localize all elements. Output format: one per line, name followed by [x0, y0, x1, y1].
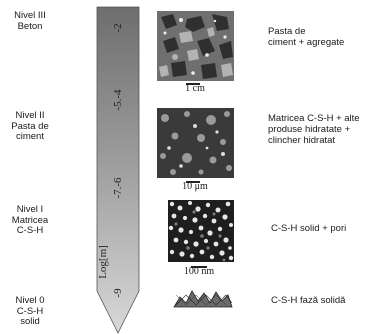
level-1-description: C-S-H solid + pori [271, 223, 346, 234]
exponent-label-1: -7.-6 [112, 177, 124, 199]
scale-label-1: 1 cm [175, 83, 215, 94]
exponent-label-0: -9 [112, 288, 124, 298]
scale-arrow-body [97, 7, 139, 333]
scale-label-2: 10 μm [175, 181, 215, 192]
level-0-description: C-S-H fază solidă [271, 295, 345, 306]
exponent-label-3: -2 [112, 23, 124, 32]
axis-label: Log[m] [97, 245, 109, 279]
level-2-description: Matricea C-S-H + alte produse hidratate … [268, 113, 360, 146]
level-3-description: Pasta de ciment + agregate [268, 26, 344, 48]
concrete-micrograph [157, 11, 234, 81]
cement-paste-micrograph [157, 108, 234, 178]
exponent-label-2: -5.-4 [112, 89, 124, 111]
csh-matrix-micrograph [168, 200, 234, 262]
csh-solid-structure [172, 287, 234, 309]
scale-label-3: 100 nm [179, 266, 219, 277]
